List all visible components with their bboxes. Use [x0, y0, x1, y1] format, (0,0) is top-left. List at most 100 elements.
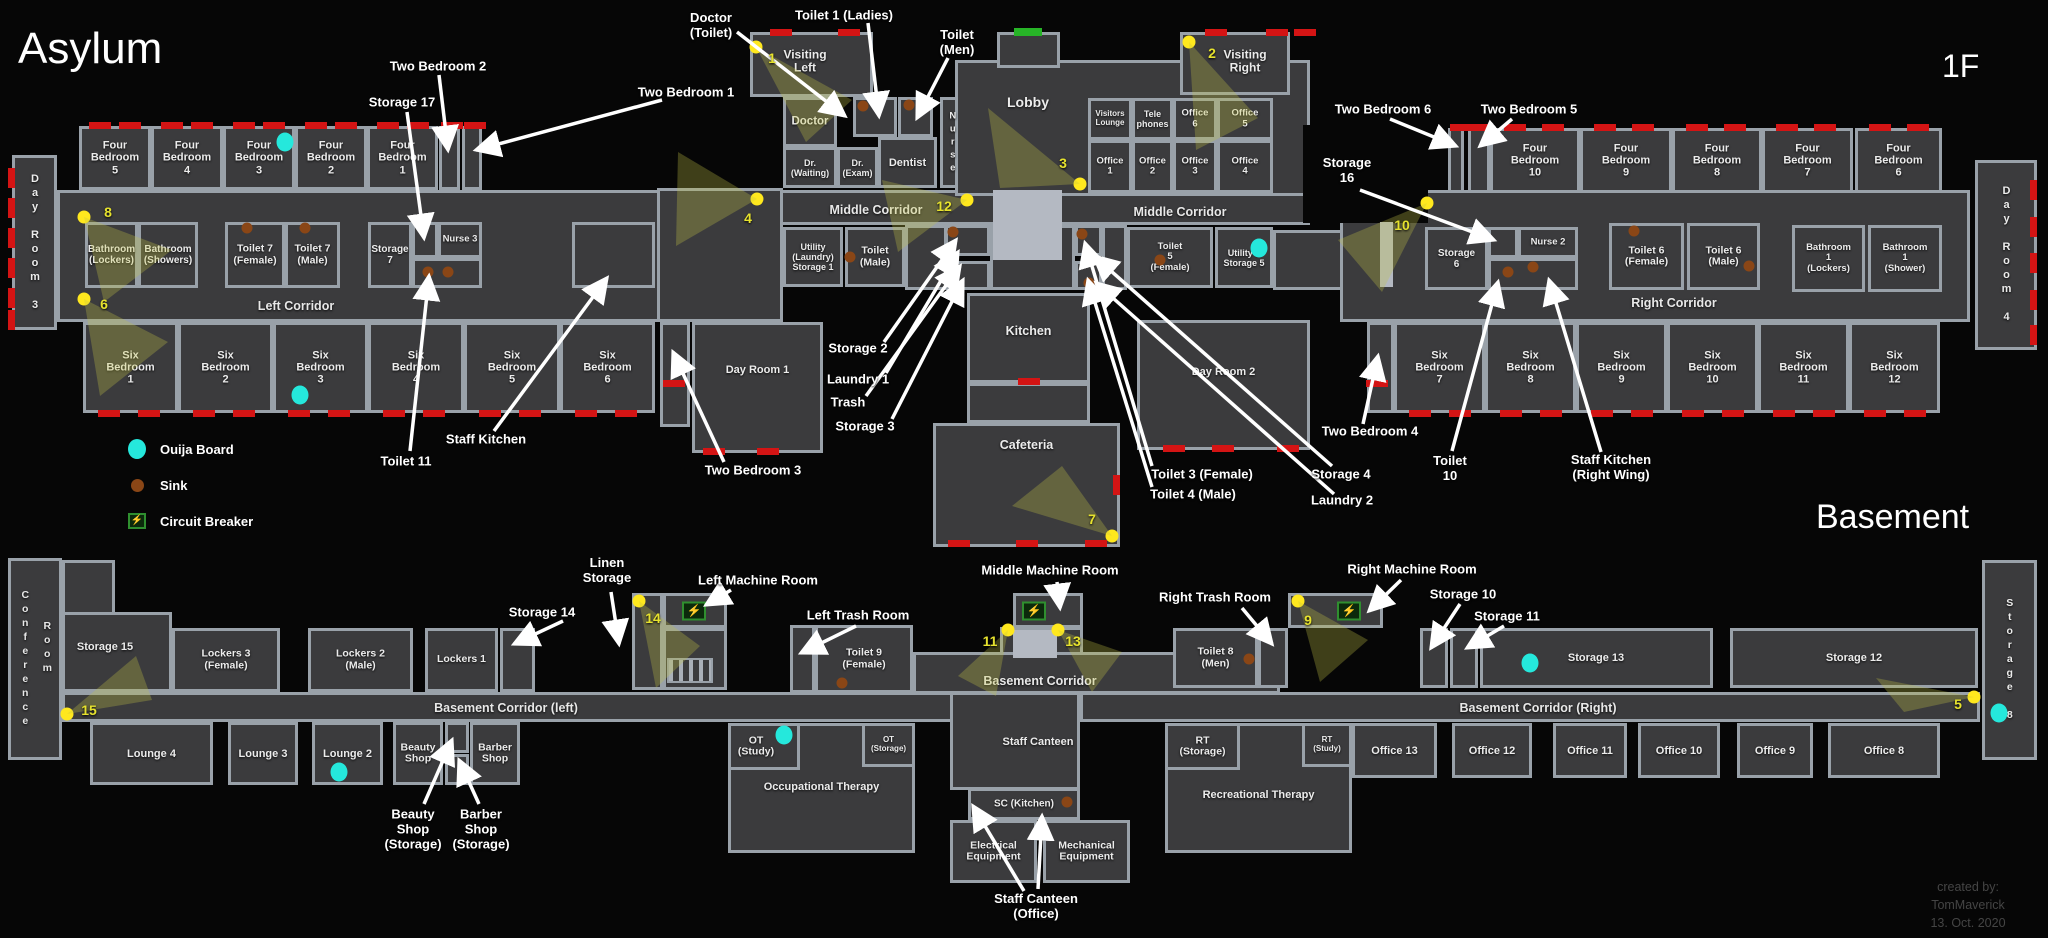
- door-red: [1904, 410, 1926, 417]
- annotation-two-bedroom-4: Two Bedroom 4: [1321, 423, 1419, 439]
- room-day-room-4: [1975, 160, 2037, 350]
- annotation-toilet-men: Toilet (Men): [939, 27, 975, 57]
- room-office-5: [1217, 98, 1273, 140]
- room-label-lounge-4: Lounge 4: [127, 747, 176, 760]
- door-red: [464, 122, 486, 129]
- room-bathroom-1-shower: [1868, 225, 1942, 292]
- room-label-mechanical-equipment: Mechanical Equipment: [1058, 838, 1115, 863]
- sink-marker: [1061, 796, 1073, 808]
- room-storage-14-room: [500, 628, 535, 692]
- annotation-arrow-linen-storage: [601, 591, 630, 648]
- annotation-doctor-toilet: Doctor (Toilet): [689, 10, 733, 40]
- room-label-rt-study: RT (Study): [1313, 735, 1341, 753]
- room-label-nurse-2: Nurse 2: [1530, 236, 1566, 248]
- ouija-board-marker: [1521, 653, 1539, 673]
- room-visiting-right: [1180, 32, 1290, 95]
- room-six-bedroom-3: [273, 322, 368, 413]
- sink-marker: [836, 677, 848, 689]
- legend-sink-row: Sink: [128, 474, 253, 496]
- room-dentist: [878, 137, 937, 188]
- room-day-room-1: [692, 322, 823, 453]
- door-red: [98, 410, 120, 417]
- door-red: [191, 122, 213, 129]
- room-office-1: [1088, 140, 1132, 193]
- door-red: [1813, 410, 1835, 417]
- room-label-barber-shop: Barber Shop: [478, 740, 512, 765]
- room-label-four-bedroom-5: Four Bedroom 5: [90, 139, 140, 177]
- room-label-kitchen: Kitchen: [1005, 324, 1052, 338]
- room-linen-storage-room: [632, 593, 663, 690]
- room-storage-12: [1730, 628, 1978, 688]
- door-red: [1470, 124, 1492, 131]
- room-telephones: [1132, 98, 1173, 140]
- room-lockers-3-female: [172, 628, 280, 692]
- camera-dot-6: [77, 292, 91, 306]
- door-red: [1864, 410, 1886, 417]
- camera-dot-13: [1051, 623, 1065, 637]
- room-office-12: [1452, 723, 1532, 778]
- room-label-lockers-3-female: Lockers 3 (Female): [201, 647, 251, 671]
- door-red: [1722, 410, 1744, 417]
- room-four-bedroom-1: [367, 126, 438, 190]
- room-six-bedroom-11: [1758, 322, 1849, 413]
- credits: created by: TomMaverick 13. Oct. 2020: [1893, 878, 2043, 932]
- room-slab-left-connector: [657, 188, 783, 322]
- door-red: [1450, 124, 1472, 131]
- room-office-9: [1737, 723, 1813, 778]
- room-label-sc-kitchen: SC (Kitchen): [994, 798, 1054, 810]
- annotation-staff-kitchen-right-wing: Staff Kitchen (Right Wing): [1570, 452, 1652, 482]
- room-label-toilet-6-female: Toilet 6 (Female): [1624, 243, 1669, 268]
- room-rt-storage: [1165, 723, 1240, 770]
- annotation-linen-storage: Linen Storage: [582, 555, 632, 585]
- annotation-toilet-10: Toilet 10: [1433, 453, 1467, 483]
- room-two-bedroom-1-room: [462, 126, 482, 190]
- door-red: [479, 410, 501, 417]
- sink-marker: [1154, 254, 1166, 266]
- room-label-lounge-2: Lounge 2: [323, 747, 372, 760]
- ouija-board-marker: [775, 725, 793, 745]
- camera-label-2: 2: [1208, 45, 1216, 61]
- room-office-13: [1352, 723, 1437, 778]
- room-label-four-bedroom-8: Four Bedroom 8: [1692, 142, 1742, 179]
- door-red: [161, 122, 183, 129]
- room-label-storage-6: Storage 6: [1437, 247, 1476, 270]
- camera-label-1: 1: [768, 50, 776, 66]
- room-slab-mid-fill-1: [905, 225, 947, 290]
- annotation-staff-canteen-office: Staff Canteen (Office): [994, 891, 1078, 921]
- room-label-office-8: Office 8: [1863, 744, 1905, 757]
- room-slab-mid-fill-3: [1102, 225, 1127, 290]
- door-red: [8, 168, 15, 188]
- camera-label-7: 7: [1088, 511, 1096, 527]
- ouija-board-marker: [1250, 238, 1268, 258]
- room-label-office-6: Office 6: [1181, 107, 1209, 129]
- door-red: [1632, 124, 1654, 131]
- sink-marker: [1076, 228, 1088, 240]
- sink-marker: [857, 100, 869, 112]
- room-label-office-10: Office 10: [1655, 744, 1703, 757]
- annotation-two-bedroom-6: Two Bedroom 6: [1334, 101, 1432, 117]
- room-toilet-7-male: [285, 222, 340, 288]
- room-label-office-1: Office 1: [1096, 154, 1124, 177]
- room-four-bedroom-2: [295, 126, 367, 190]
- room-label-office-5: Office 5: [1231, 107, 1259, 129]
- room-two-bedroom-6-room: [1448, 128, 1464, 193]
- annotation-laundry-2: Laundry 2: [1310, 492, 1374, 508]
- ouija-board-marker: [276, 132, 294, 152]
- legend-sink-label: Sink: [160, 477, 188, 493]
- sink-marker: [442, 266, 454, 278]
- room-staff-canteen: [950, 692, 1080, 790]
- sink-marker: [1628, 225, 1640, 237]
- room-dr-waiting: [783, 147, 837, 188]
- room-label-storage-7: Storage 7: [371, 243, 409, 266]
- room-label-bathroom-showers: Bathroom (Showers): [143, 243, 193, 266]
- room-office-2: [1132, 140, 1173, 193]
- door-red: [1682, 410, 1704, 417]
- room-lobby-entrance: [997, 32, 1060, 68]
- camera-label-13: 13: [1065, 633, 1081, 649]
- door-red: [757, 448, 779, 455]
- camera-label-6: 6: [100, 296, 108, 312]
- door-red: [423, 410, 445, 417]
- room-label-office-12: Office 12: [1468, 744, 1516, 757]
- room-label-six-bedroom-1: Six Bedroom 1: [106, 349, 155, 386]
- circuit-breaker-icon: ⚡: [128, 513, 146, 529]
